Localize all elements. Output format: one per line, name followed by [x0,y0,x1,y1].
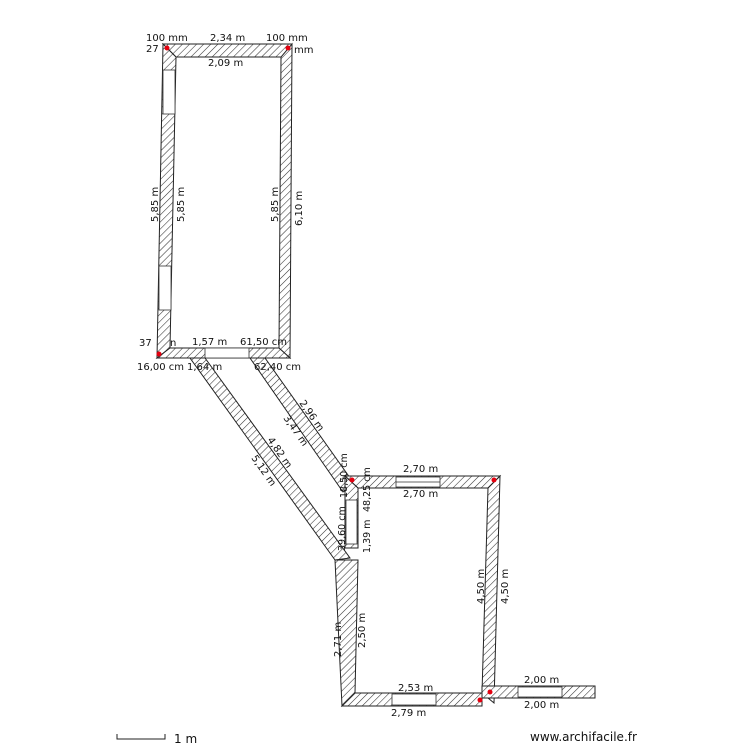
dim-top-inner-length: 2,09 m [208,58,243,69]
corner-marker [285,45,291,51]
watermark: www.archifacile.fr [530,730,637,744]
scale-bar [116,734,166,740]
dim-top-left-offset: 100 mm [146,33,188,44]
dim-bottom-room-right-inner: 4,50 m [476,569,487,604]
top-room [155,42,293,360]
dim-top-length: 2,34 m [210,33,245,44]
dim-left-top-segment: 48,25 cm [362,467,373,512]
bottom-door-opening [204,347,250,359]
dim-bottom-thickness-left: 37 [139,338,152,349]
corner-marker [477,697,483,703]
left-window-upper [162,69,176,115]
dim-left-wall-outer: 5,85 m [150,187,161,222]
dim-top-right-thickness: mm [294,45,313,56]
corner-marker [349,477,355,483]
dim-bottom-room-top-outer: 2,70 m [403,489,438,500]
dim-left-wall-inner: 5,85 m [176,187,187,222]
dim-top-right-offset: 100 mm [266,33,308,44]
bottom-room-left-wall-lower [334,559,359,708]
corner-marker [156,351,162,357]
dim-bottom-right-segment: 61,50 cm [240,337,287,348]
corridor-left-wall [189,357,351,561]
dim-left-lower-inner: 2,50 m [357,613,368,648]
dim-bottom-opening-width: 1,57 m [192,337,227,348]
dim-bottom-room-top-inner: 2,70 m [403,464,438,475]
dim-bottom-opening-span: 1,64 m [187,362,222,373]
dim-bottom-right-segment-outer: 62,40 cm [254,362,301,373]
dim-bottom-room-bottom-outer: 2,79 m [391,708,426,719]
dim-top-left-thickness: 27 [146,44,159,55]
bottom-room [334,474,596,708]
extension-opening [517,686,563,698]
dim-extension-bottom: 2,00 m [524,700,559,711]
dim-bottom-room-right-outer: 4,50 m [500,569,511,604]
dim-right-wall-outer: 6,10 m [294,191,305,226]
dim-bottom-thickness-left-tail: n [170,338,176,349]
corner-marker [491,477,497,483]
dim-extension-top: 2,00 m [524,675,559,686]
dim-left-opening: 39,60 cm [337,506,348,551]
scale-label: 1 m [174,732,197,746]
left-window-lower [158,265,172,311]
dim-left-top-small: 18,50 cm [339,453,350,498]
dim-right-wall-inner: 5,85 m [270,187,281,222]
corner-marker [164,45,170,51]
bottom-door-opening-lower [391,693,437,706]
dim-bottom-room-bottom-inner: 2,53 m [398,683,433,694]
top-room-top-wall [161,43,293,58]
dim-left-opening-outer: 1,39 m [362,520,373,553]
dim-bottom-left-segment: 16,00 cm [137,362,184,373]
corridor [189,357,356,561]
left-door-opening [345,499,358,545]
corner-marker [487,689,493,695]
dim-left-lower-outer: 2,71 m [333,622,344,657]
